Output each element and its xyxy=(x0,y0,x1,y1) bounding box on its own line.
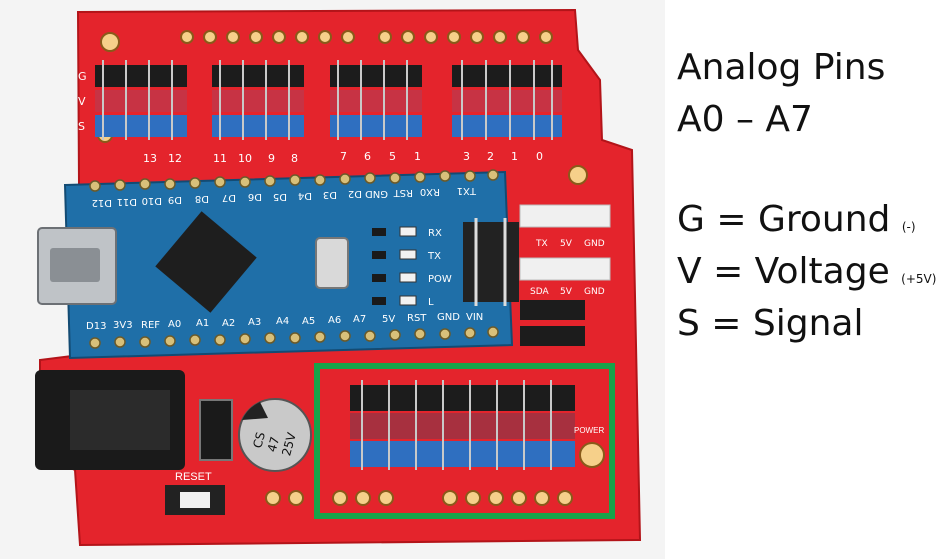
pin-number: 1 xyxy=(414,150,421,163)
pin-number: 2 xyxy=(487,150,494,163)
nano-pin-label: A0 xyxy=(168,319,181,330)
nano-pin-label: D2 xyxy=(348,188,362,199)
pin-number: 11 xyxy=(213,152,227,165)
i2c-label: 5V xyxy=(560,287,573,297)
capacitor-text: CS xyxy=(250,431,268,450)
capacitor-text: 25V xyxy=(279,430,299,457)
capacitor: CS 47 25V xyxy=(238,398,312,472)
legend-voltage: V = Voltage (+5V) xyxy=(677,252,936,299)
pin-number: 12 xyxy=(168,152,182,165)
led-label-rx: RX xyxy=(428,228,442,239)
capacitor-text: 47 xyxy=(265,435,282,453)
nano-pin-label: 5V xyxy=(382,314,395,325)
nano-pin-label: A1 xyxy=(196,318,209,329)
digital-headers xyxy=(95,60,562,140)
pin-number: 7 xyxy=(340,150,347,163)
led-label-l: L xyxy=(428,297,434,308)
nano-pin-label: A4 xyxy=(276,316,289,327)
nano-pin-label: RST xyxy=(407,313,427,324)
pin-number: 8 xyxy=(291,152,298,165)
nano-pin-label: D10 xyxy=(142,195,162,206)
nano-pin-label: A7 xyxy=(353,314,366,325)
nano-pin-label: D8 xyxy=(195,193,209,204)
pin-number: 6 xyxy=(364,150,371,163)
nano-pin-label: D5 xyxy=(273,191,287,202)
crystal xyxy=(315,237,349,289)
pin-number: 1 xyxy=(511,150,518,163)
uart-label: TX xyxy=(535,239,548,249)
nano-pin-label: A2 xyxy=(222,318,235,329)
board-photo: G V S 13 12 11 10 9 8 7 6 5 1 3 2 1 0 xyxy=(0,0,665,559)
nano-top-labels: D12 D11 D10 D9 D8 D7 D6 D5 D4 D3 D2 GND … xyxy=(92,185,477,208)
uart-label: GND xyxy=(584,239,605,249)
row-label-s: S xyxy=(78,120,85,133)
pin-number: 13 xyxy=(143,152,157,165)
nano-pin-label: A3 xyxy=(248,317,261,328)
row-label-v: V xyxy=(78,95,86,108)
analog-headers: POWER xyxy=(350,380,604,470)
icsp-header xyxy=(463,218,519,306)
microcontroller-chip xyxy=(155,211,257,313)
pin-number: 0 xyxy=(536,150,543,163)
nano-pin-label: RX0 xyxy=(420,186,440,197)
legend-title: Analog Pins xyxy=(677,47,886,88)
legend-ground-note: (-) xyxy=(901,220,916,234)
reset-label: RESET xyxy=(175,471,212,483)
nano-pin-label: D4 xyxy=(298,190,312,201)
nano-pin-label: REF xyxy=(141,320,160,331)
legend-voltage-label: V = Voltage xyxy=(677,251,890,292)
nano-pin-label: TX1 xyxy=(457,185,477,196)
side-headers: TX 5V GND SDA 5V GND xyxy=(519,204,611,346)
legend-ground-label: G = Ground xyxy=(677,199,891,240)
pin-number: 3 xyxy=(463,150,470,163)
led-label-pow: POW xyxy=(428,274,452,285)
i2c-label: SDA xyxy=(530,287,549,297)
nano-pin-label: D3 xyxy=(323,189,337,200)
pin-number: 9 xyxy=(268,152,275,165)
legend: Analog Pins A0 – A7 G = Ground (-) V = V… xyxy=(677,48,937,348)
nano-pin-label: D11 xyxy=(117,196,137,207)
row-label-g: G xyxy=(78,70,87,83)
legend-ground: G = Ground (-) xyxy=(677,200,916,247)
nano-pin-label: D6 xyxy=(248,191,262,202)
nano-pin-label: A6 xyxy=(328,315,341,326)
nano-pin-label: A5 xyxy=(302,316,315,327)
power-label: POWER xyxy=(574,426,604,435)
nano-pin-label: D7 xyxy=(222,192,236,203)
dc-power-jack xyxy=(35,370,185,470)
legend-voltage-note: (+5V) xyxy=(901,272,937,286)
nano-bottom-labels: D13 3V3 REF A0 A1 A2 A3 A4 A5 A6 A7 5V R… xyxy=(86,312,483,332)
nano-pin-label: D13 xyxy=(86,321,106,332)
nano-pin-label: RST xyxy=(393,187,413,198)
nano-pin-label: GND xyxy=(437,312,460,323)
legend-signal: S = Signal xyxy=(677,303,864,344)
arduino-nano: RX TX POW L D12 D11 D10 D9 D8 D7 D6 D5 D… xyxy=(37,169,519,360)
nano-pin-label: GND xyxy=(365,188,388,199)
i2c-label: GND xyxy=(584,287,605,297)
nano-pin-label: VIN xyxy=(466,312,483,323)
uart-label: 5V xyxy=(560,239,573,249)
nano-pin-label: D9 xyxy=(168,194,182,205)
pin-number: 10 xyxy=(238,152,252,165)
legend-subtitle: A0 – A7 xyxy=(677,99,813,140)
nano-pin-label: D12 xyxy=(92,197,112,208)
led-label-tx: TX xyxy=(427,251,441,262)
pin-number: 5 xyxy=(389,150,396,163)
analog-highlight-box xyxy=(314,363,615,519)
voltage-regulator xyxy=(199,399,233,461)
nano-pin-label: 3V3 xyxy=(113,320,133,331)
reset-button: RESET xyxy=(165,471,225,515)
